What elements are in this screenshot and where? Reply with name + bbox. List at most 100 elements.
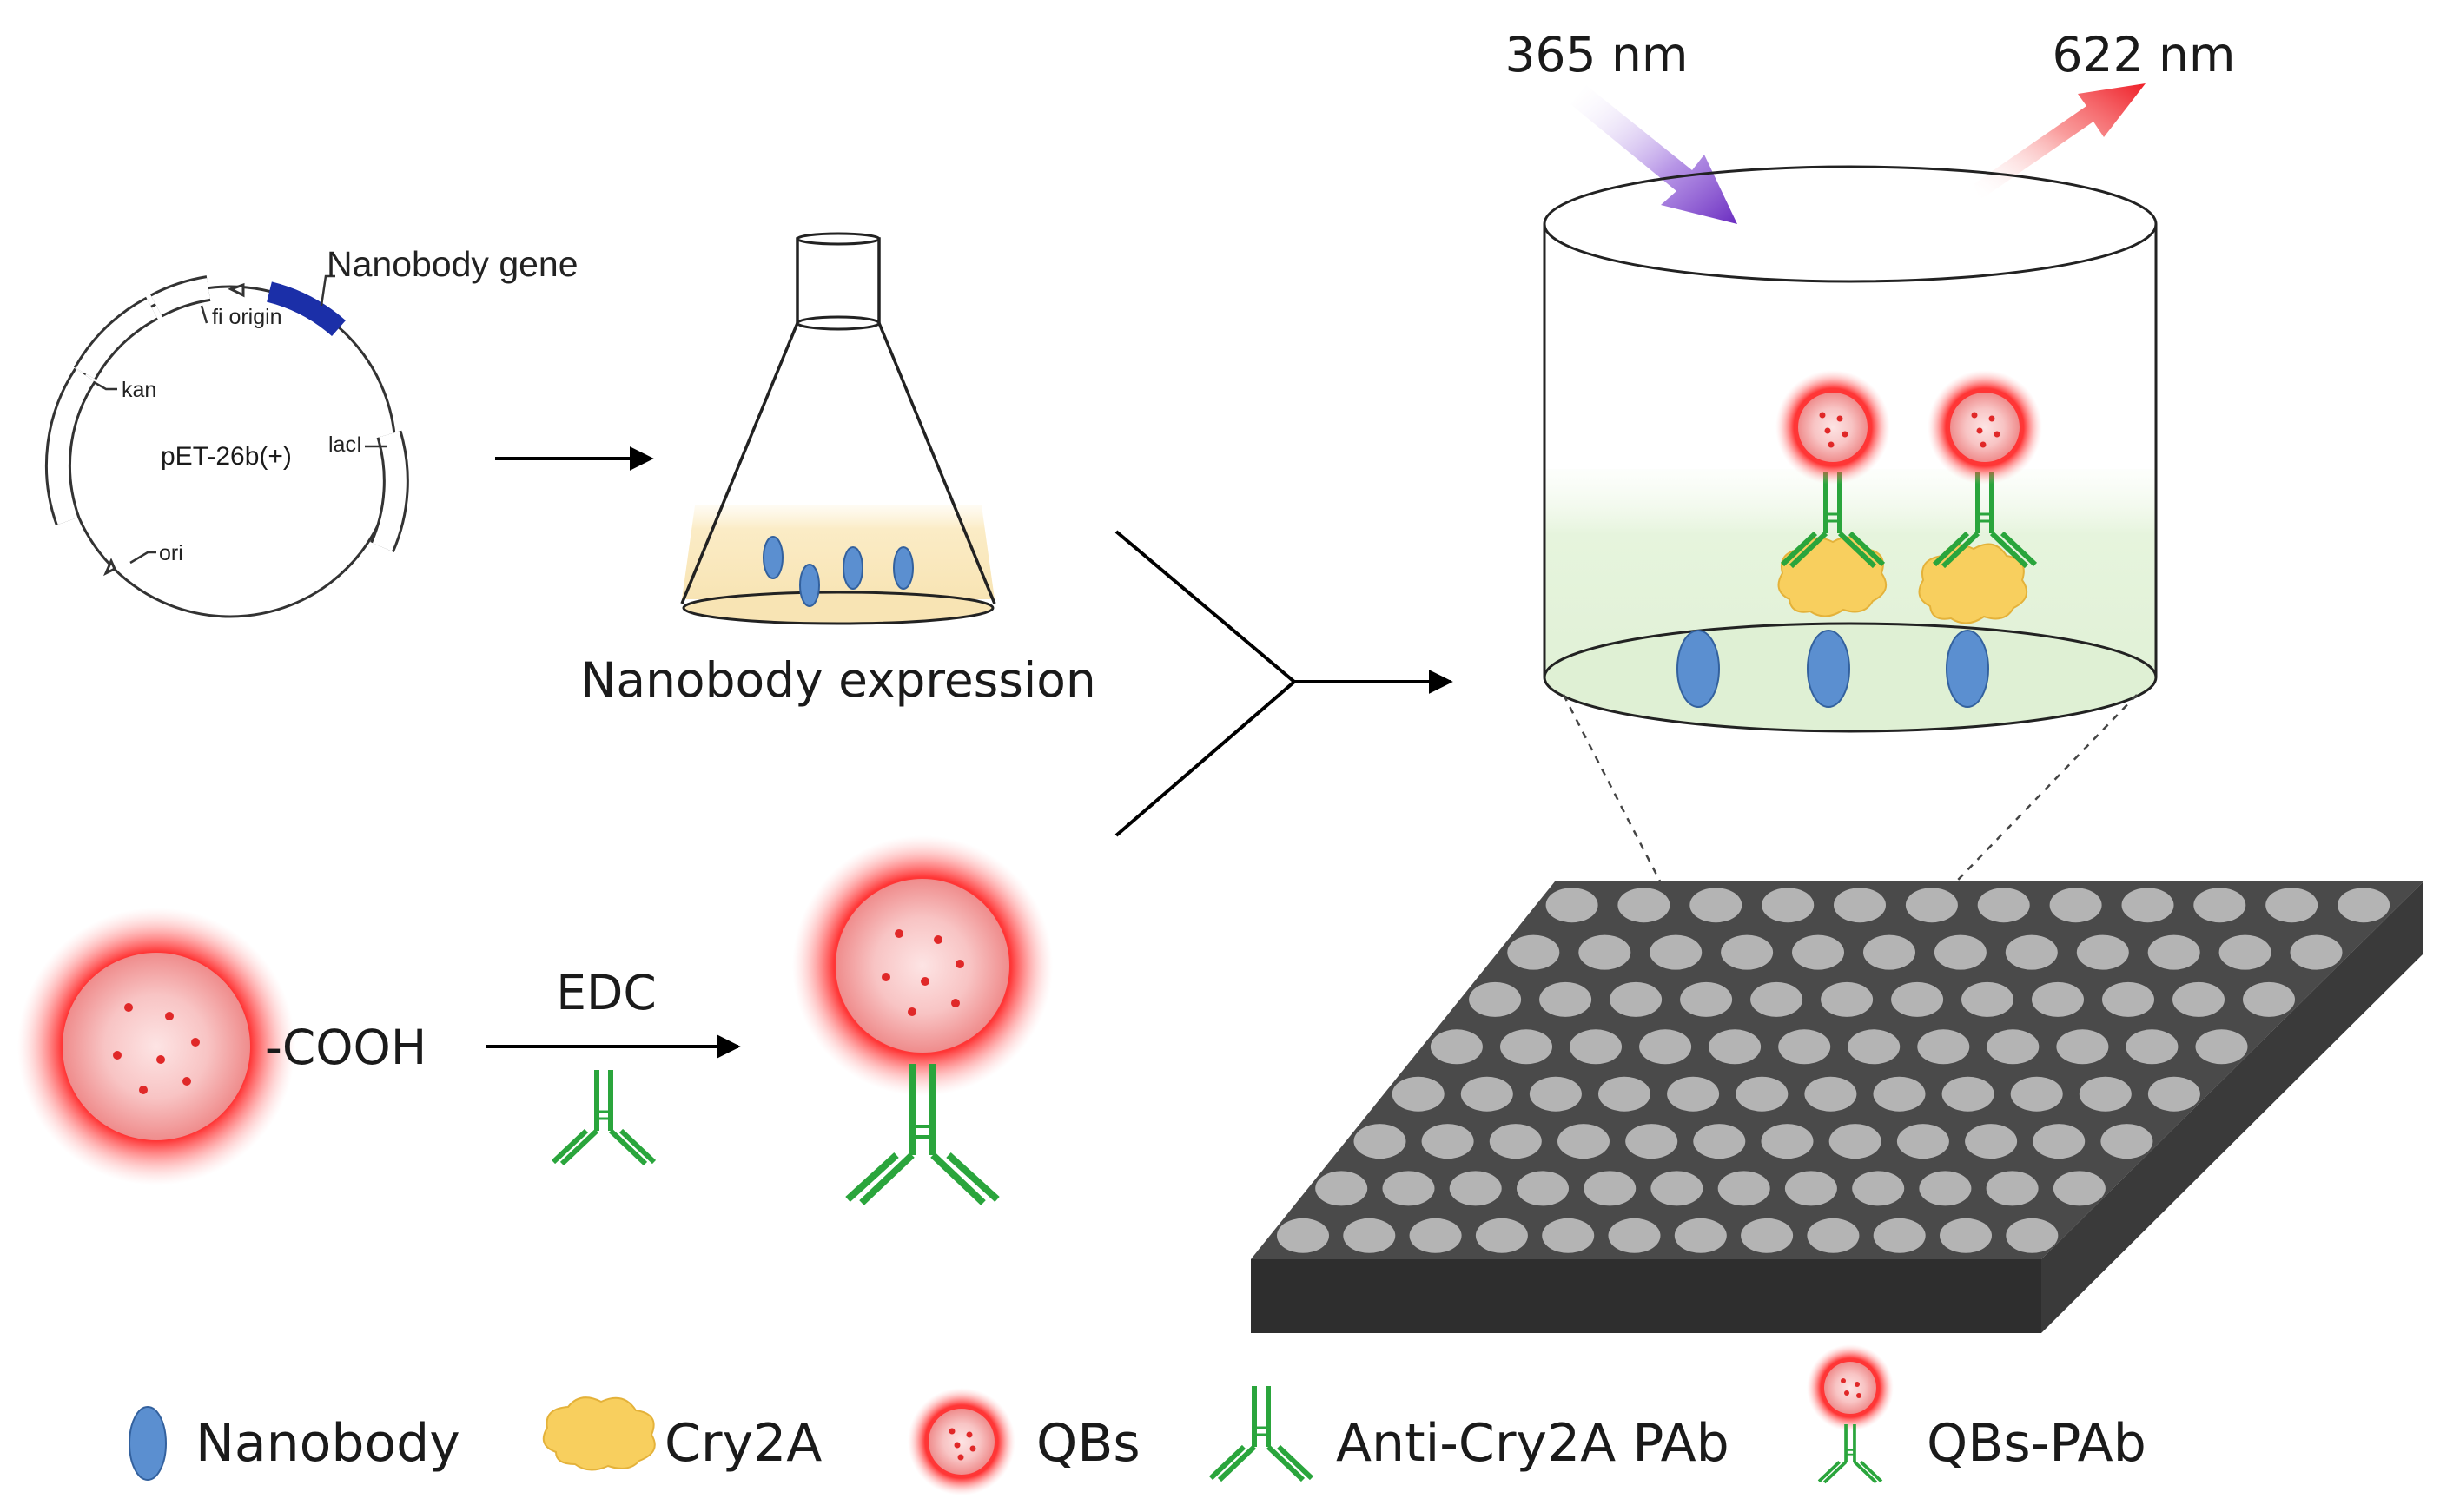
plate-well: [1987, 1029, 2040, 1065]
plate-well: [1917, 1029, 1970, 1065]
free-qb: [17, 908, 295, 1185]
plate-well: [1639, 1029, 1692, 1065]
merge-arrow: [1114, 530, 1453, 837]
legend-label-qbs: QBs: [1036, 1413, 1141, 1474]
ori-label: ori: [159, 541, 183, 565]
plasmid-map: Nanobody gene fi origin kan lacI ori pET…: [44, 244, 579, 618]
plate-well: [1941, 1076, 1994, 1112]
plate-well: [2243, 981, 2295, 1017]
plate-well: [1828, 1124, 1881, 1159]
plasmid-name: pET-26b(+): [161, 442, 292, 471]
plate-well: [1741, 1218, 1794, 1253]
legend-label-qbs-pab: QBs-PAb: [1927, 1413, 2146, 1474]
expression-flask: [680, 232, 996, 625]
plate-well: [1584, 1171, 1637, 1206]
plate-well: [1421, 1124, 1474, 1159]
cry2a-icon: [542, 1396, 656, 1471]
nanobody-coated: [1946, 630, 1989, 708]
plate-well: [1986, 1171, 2039, 1206]
lacI-label: lacI: [328, 432, 362, 457]
plate-well: [1896, 1124, 1949, 1159]
plate-well: [2033, 1124, 2086, 1159]
plate-well: [1608, 1218, 1661, 1253]
microplate: [1251, 881, 2423, 1333]
plate-well: [2056, 1029, 2109, 1065]
nanobody-in-flask: [893, 546, 914, 590]
plate-well: [2010, 1076, 2063, 1112]
plate-well: [2290, 934, 2343, 970]
plate-well: [2100, 1124, 2153, 1159]
plate-well: [2265, 888, 2318, 923]
plate-well: [1598, 1076, 1650, 1112]
plate-well: [2049, 888, 2102, 923]
plate-well: [2053, 1171, 2106, 1206]
plate-well: [1674, 1218, 1727, 1253]
plate-well: [1529, 1076, 1582, 1112]
edc-label: EDC: [556, 965, 657, 1020]
plate-well: [2172, 981, 2225, 1017]
plate-well: [1965, 1124, 2018, 1159]
plate-well: [2005, 934, 2058, 970]
plate-well: [1736, 1076, 1789, 1112]
plate-well: [1804, 1076, 1857, 1112]
plate-well: [1409, 1218, 1462, 1253]
qbs-pab-icon: [1807, 1344, 1894, 1484]
plate-well: [1500, 1029, 1552, 1065]
plate-well: [1343, 1218, 1396, 1253]
plate-well: [2193, 888, 2246, 923]
plate-well: [2102, 981, 2154, 1017]
plate-well: [2147, 1076, 2200, 1112]
qb-bound: [1928, 370, 2042, 485]
plate-well: [1539, 981, 1592, 1017]
plate-well: [1449, 1171, 1502, 1206]
plate-well: [2147, 934, 2200, 970]
plate-well: [1545, 888, 1598, 923]
plate-well: [2338, 888, 2390, 923]
nanobody-coated: [1807, 630, 1850, 708]
legend-label-antibody: Anti-Cry2A PAb: [1336, 1413, 1729, 1474]
plate-well: [1721, 934, 1774, 970]
nanobody-gene-label: Nanobody gene: [327, 244, 579, 284]
plate-well: [1784, 1171, 1837, 1206]
plate-well: [1382, 1171, 1435, 1206]
plate-well: [1977, 888, 2030, 923]
plate-well: [1315, 1171, 1368, 1206]
legend-label-cry2a: Cry2A: [665, 1413, 822, 1474]
plate-well: [1762, 888, 1815, 923]
plate-well: [1852, 1171, 1905, 1206]
antibody-icon: [1211, 1386, 1312, 1480]
plate-well: [2121, 888, 2174, 923]
plate-well: [1610, 981, 1663, 1017]
plate-well: [1542, 1218, 1595, 1253]
plate-well: [1848, 1029, 1901, 1065]
plate-well: [1750, 981, 1803, 1017]
plate-well: [2079, 1076, 2132, 1112]
plate-well: [1863, 934, 1915, 970]
zoomed-well: [1543, 165, 2158, 733]
plate-well: [1807, 1218, 1860, 1253]
qb-pab-conjugate: [792, 835, 1053, 1203]
plate-well: [1475, 1218, 1528, 1253]
plate-well: [1873, 1218, 1926, 1253]
nanobody-in-flask: [763, 536, 784, 579]
plate-well: [2126, 1029, 2179, 1065]
expression-label: Nanobody expression: [580, 652, 1096, 708]
plate-well: [1961, 981, 2013, 1017]
plate-well: [1934, 934, 1987, 970]
plate-well: [2006, 1218, 2059, 1253]
qbs-icon: [908, 1388, 1015, 1495]
plate-well: [1392, 1076, 1445, 1112]
plate-well: [1940, 1218, 1992, 1253]
plate-well: [1353, 1124, 1406, 1159]
antibody-reagent-icon: [553, 1070, 654, 1164]
plate-well: [1570, 1029, 1622, 1065]
plate-well: [1507, 934, 1560, 970]
plate-well: [1578, 934, 1631, 970]
plate-well: [1489, 1124, 1542, 1159]
plate-well: [1792, 934, 1844, 970]
plate-well: [1834, 888, 1886, 923]
plate-well: [1821, 981, 1874, 1017]
plate-well: [1430, 1029, 1483, 1065]
plate-well: [1650, 1171, 1703, 1206]
red-emission-arrow: [1974, 83, 2146, 200]
